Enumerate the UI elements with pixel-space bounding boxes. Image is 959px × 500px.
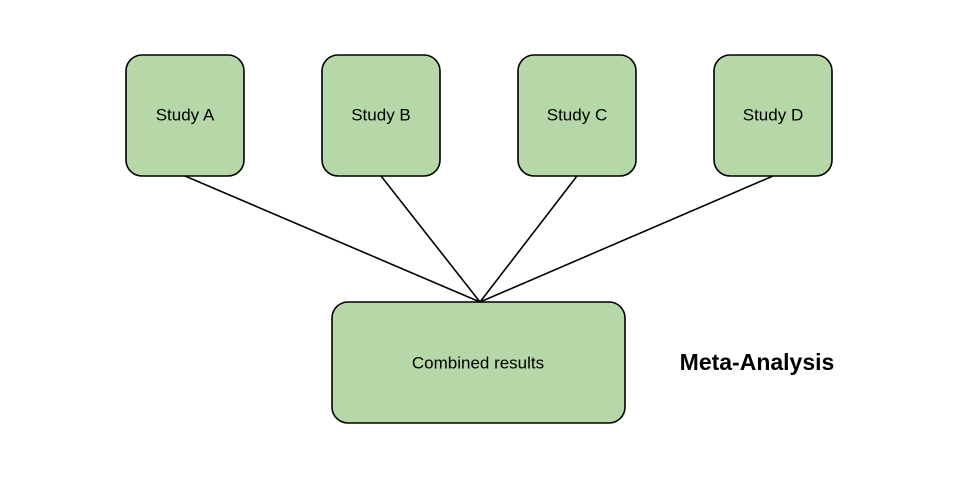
study-a-node: Study A xyxy=(125,54,245,177)
combined-results-label: Combined results xyxy=(412,353,544,372)
connector-study-d xyxy=(479,175,774,303)
connector-study-b xyxy=(380,175,481,303)
study-d-node: Study D xyxy=(713,54,833,177)
diagram-title: Meta-Analysis xyxy=(680,349,835,375)
connectors xyxy=(184,175,774,303)
study-c-node: Study C xyxy=(517,54,637,177)
study-d-box xyxy=(713,54,833,177)
study-a-label: Study A xyxy=(156,105,215,124)
study-b-label: Study B xyxy=(351,105,411,124)
study-c-label: Study C xyxy=(547,105,607,124)
study-a-box xyxy=(125,54,245,177)
combined-results-node: Combined results xyxy=(331,301,626,424)
study-b-box xyxy=(321,54,441,177)
study-b-node: Study B xyxy=(321,54,441,177)
connector-study-c xyxy=(479,175,578,303)
study-d-label: Study D xyxy=(743,105,803,124)
connector-study-a xyxy=(184,175,481,303)
combined-results-box xyxy=(331,301,626,424)
study-c-box xyxy=(517,54,637,177)
